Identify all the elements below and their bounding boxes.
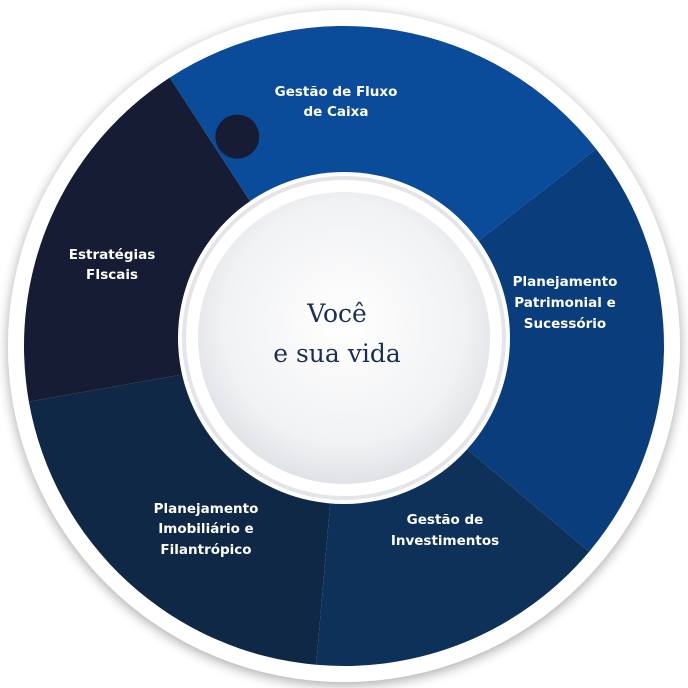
puzzle-knob-estrategias-fiscais	[215, 114, 260, 159]
label-planejamento-imobiliario-1: Planejamento	[154, 501, 259, 517]
center-label-line-2: e sua vida	[273, 339, 401, 368]
label-estrategias-fiscais-1: Estratégias	[69, 247, 156, 263]
puzzle-pieces	[24, 26, 664, 666]
center-disc	[198, 192, 490, 484]
inner-ring-shadow	[182, 176, 506, 500]
label-gestao-investimentos-1: Gestão de	[407, 512, 484, 528]
label-planejamento-patrimonial-1: Planejamento	[513, 274, 618, 290]
piece-labels: Gestão de Fluxo de Caixa Planejamento Pa…	[69, 84, 618, 558]
label-gestao-investimentos-2: Investimentos	[391, 533, 499, 549]
center-label-line-1: Você	[306, 299, 367, 328]
label-planejamento-patrimonial-3: Sucessório	[524, 316, 606, 332]
label-gestao-fluxo-caixa-2: de Caixa	[304, 104, 369, 120]
label-planejamento-patrimonial-2: Patrimonial e	[514, 295, 616, 311]
label-gestao-fluxo-caixa-1: Gestão de Fluxo	[275, 84, 398, 100]
puzzle-piece-planejamento-imobiliario	[28, 372, 331, 665]
label-planejamento-imobiliario-2: Imobiliário e	[158, 521, 253, 537]
puzzle-piece-planejamento-patrimonial	[458, 148, 664, 552]
label-planejamento-imobiliario-3: Filantrópico	[160, 542, 251, 558]
puzzle-piece-estrategias-fiscais	[24, 77, 263, 402]
label-estrategias-fiscais-2: FIscais	[86, 267, 138, 283]
